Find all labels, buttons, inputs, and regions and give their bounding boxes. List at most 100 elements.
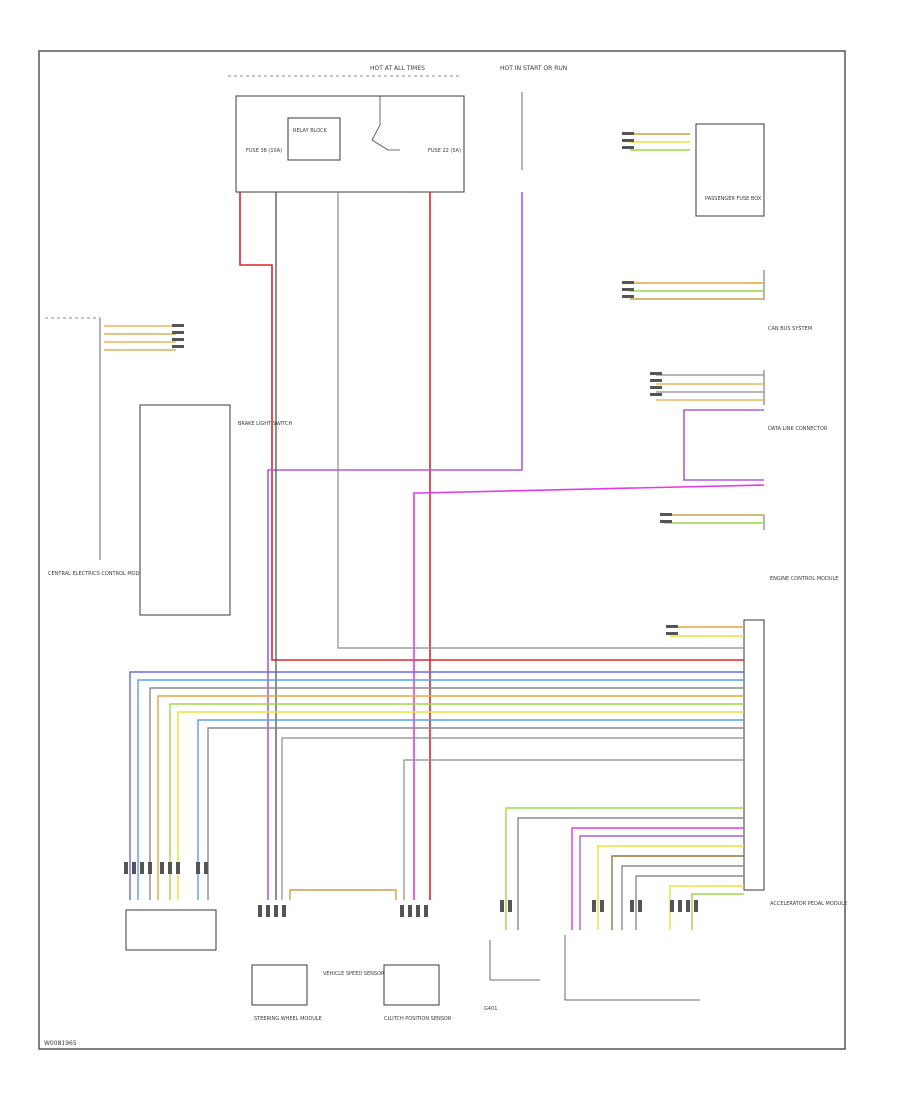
left-bottom-connector-b-pin xyxy=(160,862,164,874)
clutch-connector-pin xyxy=(408,905,412,917)
steering-connector-pin xyxy=(266,905,270,917)
clutch-switch-label: CLUTCH POSITION SENSOR xyxy=(384,1016,452,1022)
magenta-lower-wire xyxy=(571,827,744,930)
brake-switch-label: BRAKE LIGHT SWITCH xyxy=(238,421,293,427)
right-top-connector-pin xyxy=(622,139,634,142)
dlc-connector-pin xyxy=(650,393,662,396)
bottom-right-connector-pin xyxy=(600,900,604,912)
gray-lower-wire-3 xyxy=(635,875,744,930)
steering-connector-pin xyxy=(258,905,262,917)
lightblue-bundle-wire-2 xyxy=(197,719,744,900)
fuse-a-label: FUSE 38 (10A) xyxy=(246,148,282,154)
bottom-right-connector-c-pin xyxy=(686,900,690,912)
orange-bundle-wire xyxy=(157,695,744,900)
fuse-b-label: FUSE 22 (5A) xyxy=(428,148,461,154)
brown-lower-wire xyxy=(611,855,744,930)
bottom-right-connector-pin xyxy=(592,900,596,912)
can-connector-pin xyxy=(622,295,634,298)
left-bottom-connector-pin xyxy=(140,862,144,874)
brake-switch-area xyxy=(139,404,231,616)
steering-module-box xyxy=(251,964,308,1006)
aux-connector-pin xyxy=(660,520,672,523)
hot-at-all-times-label: HOT AT ALL TIMES xyxy=(370,65,425,72)
clutch-connector-pin xyxy=(416,905,420,917)
left-bottom-connectors xyxy=(125,909,217,951)
gray-bundle-wire-2 xyxy=(207,727,744,900)
left-bottom-connector-pin xyxy=(148,862,152,874)
relay-block-box xyxy=(235,95,465,193)
yellow-bundle-wire xyxy=(177,711,744,900)
gray-wire xyxy=(337,192,744,649)
lightblue-wire xyxy=(137,679,744,900)
bottom-right-connector-b-pin xyxy=(630,900,634,912)
aux-connector-pin xyxy=(660,513,672,516)
bottom-right-connector-c-pin xyxy=(678,900,682,912)
left-bottom-connector-c-pin xyxy=(204,862,208,874)
violet-lower-wire xyxy=(579,835,744,930)
left-module-label: CENTRAL ELECTRICS CONTROL MODULE xyxy=(48,571,149,577)
dlc-connector-pin xyxy=(650,372,662,375)
left-module-connector-pin xyxy=(172,331,184,334)
red-feed-wire xyxy=(239,192,744,661)
dlc-connector-pin xyxy=(650,386,662,389)
left-bottom-connector-pin xyxy=(132,862,136,874)
clutch-connector-pin xyxy=(400,905,404,917)
blue-wire xyxy=(129,671,744,900)
green-lower-wire-2 xyxy=(691,893,744,930)
ground-connector-pin xyxy=(508,900,512,912)
ecm-connector-pin xyxy=(666,625,678,628)
left-module-connector-pin xyxy=(172,338,184,341)
gray-bundle-wire xyxy=(149,687,744,900)
right-top-connector-pin xyxy=(622,132,634,135)
left-bottom-connector-b-pin xyxy=(176,862,180,874)
relay-block-label: RELAY BLOCK xyxy=(293,128,328,134)
ground-bracket xyxy=(489,940,540,981)
left-module-connector-pin xyxy=(172,324,184,327)
relay-inner-box xyxy=(287,117,341,161)
bottom-right-connector-b-pin xyxy=(638,900,642,912)
clutch-switch-box xyxy=(383,964,440,1006)
ground-connector-pin xyxy=(500,900,504,912)
can-connector-pin xyxy=(622,288,634,291)
engine-control-label: ENGINE CONTROL MODULE xyxy=(770,576,838,582)
accel-pedal-label: ACCELERATOR PEDAL MODULE xyxy=(770,901,847,907)
bottom-right-connector-c-pin xyxy=(670,900,674,912)
diagram-frame xyxy=(38,50,846,1050)
speed-sensor-label: VEHICLE SPEED SENSOR xyxy=(323,971,385,977)
can-connector-pin xyxy=(622,281,634,284)
gray-mid-wire xyxy=(281,737,744,900)
gray-lower-wire xyxy=(517,817,744,930)
yellow-lower-wire xyxy=(597,845,744,930)
wire-layer xyxy=(104,133,765,930)
hot-in-start-label: HOT IN START OR RUN xyxy=(500,65,567,72)
magenta-loop xyxy=(683,409,764,481)
left-bottom-connector-pin xyxy=(124,862,128,874)
gray-lower-wire-2 xyxy=(621,865,744,930)
green-bundle-wire xyxy=(169,703,744,900)
data-link-label: DATA LINK CONNECTOR xyxy=(768,426,828,432)
passenger-fuse-label: PASSENGER FUSE BOX xyxy=(705,196,762,202)
clutch-connector-pin xyxy=(424,905,428,917)
passenger-fuse-box xyxy=(695,123,765,217)
right-bottom-bracket xyxy=(564,935,700,1001)
engine-control-module-box xyxy=(743,619,765,891)
left-bottom-connector-c-pin xyxy=(196,862,200,874)
connector-layer xyxy=(124,132,698,917)
steering-connector-pin xyxy=(274,905,278,917)
can-bus-label: CAN BUS SYSTEM xyxy=(768,326,812,332)
green-lower-wire xyxy=(505,807,744,930)
dlc-connector-pin xyxy=(650,379,662,382)
bottom-right-connector-c-pin xyxy=(694,900,698,912)
right-top-connector-pin xyxy=(622,146,634,149)
left-bottom-connector-b-pin xyxy=(168,862,172,874)
steering-connector-pin xyxy=(282,905,286,917)
yellow-lower-wire-2 xyxy=(669,885,744,930)
magenta-wire xyxy=(413,484,765,900)
relay-contact xyxy=(371,96,400,151)
corner-code: W0081965 xyxy=(44,1040,77,1047)
steering-module-label: STEERING WHEEL MODULE xyxy=(254,1016,322,1022)
ground-label: G401 xyxy=(484,1006,497,1012)
left-module-connector-pin xyxy=(172,345,184,348)
